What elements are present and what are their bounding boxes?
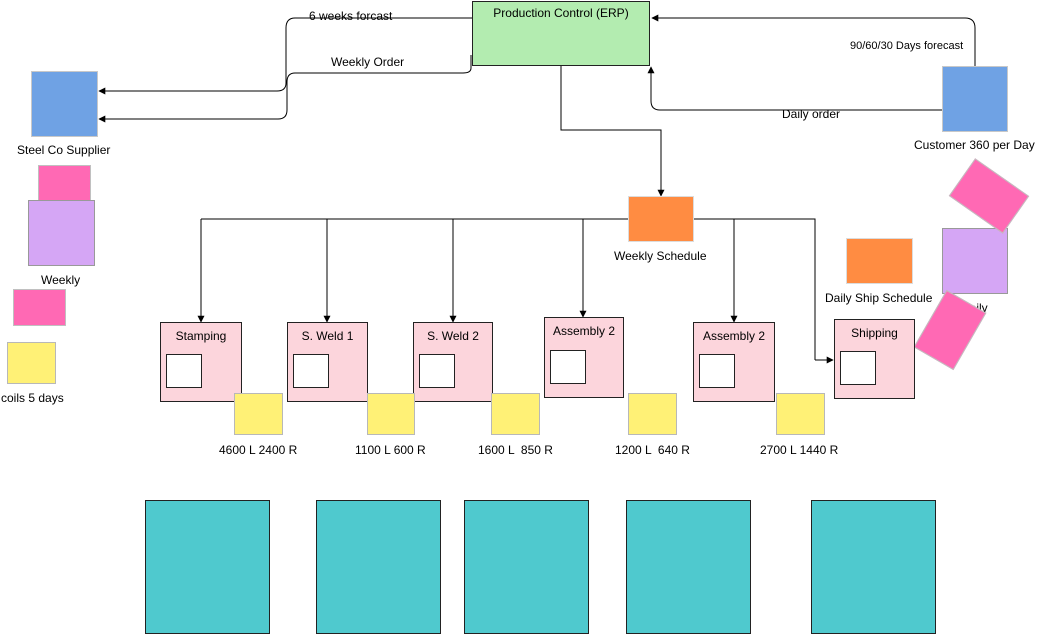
process-data-box (840, 351, 876, 385)
inventory-label-2: 1100 L 600 R (355, 443, 426, 457)
process-title: Stamping (175, 329, 227, 343)
weekly-schedule-box[interactable] (628, 196, 694, 242)
arrow-forecast-to-supplier (98, 17, 472, 95)
inventory-note-1[interactable] (234, 393, 283, 435)
process-title: Assembly 2 (702, 329, 766, 343)
process-title: S. Weld 1 (301, 329, 354, 343)
arrow-erp-to-schedule (560, 66, 665, 197)
erp-box[interactable]: Production Control (ERP) (472, 1, 650, 66)
process-sweld1[interactable]: S. Weld 1 (287, 322, 368, 402)
process-data-box (293, 354, 329, 388)
process-data-box (166, 354, 202, 388)
process-data-box (699, 354, 735, 388)
teal-block-2[interactable] (316, 500, 441, 634)
forecast-6w-label: 6 weeks forcast (309, 9, 393, 23)
weekly-order-label: Weekly Order (331, 55, 405, 69)
erp-label: Production Control (ERP) (493, 6, 629, 20)
coils-yellow-note[interactable] (7, 342, 56, 384)
supplier-label: Steel Co Supplier (17, 143, 111, 157)
process-title: S. Weld 2 (427, 329, 479, 343)
process-stamping[interactable]: Stamping (160, 322, 242, 402)
inventory-label-5: 2700 L 1440 R (760, 443, 839, 457)
inventory-label-1: 4600 L 2400 R (219, 443, 298, 457)
supplier-pink-note[interactable] (38, 165, 91, 203)
teal-block-5[interactable] (811, 500, 936, 634)
arrow-order-to-supplier (98, 55, 472, 123)
inventory-label-3: 1600 L 850 R (478, 443, 553, 457)
weekly-schedule-label: Weekly Schedule (614, 249, 707, 263)
process-assembly2b[interactable]: Assembly 2 (693, 322, 775, 402)
arrow-daily-order-to-erp (647, 66, 942, 111)
process-title: Shipping (851, 326, 898, 340)
teal-block-4[interactable] (626, 500, 751, 634)
inventory-label-4: 1200 L 640 R (615, 443, 690, 457)
process-assembly2a[interactable]: Assembly 2 (544, 317, 624, 398)
arrow-forecast-to-erp (651, 14, 976, 66)
daily-ship-schedule-box[interactable] (846, 238, 913, 284)
weekly-label: Weekly (41, 273, 81, 287)
weekly-violet-note[interactable] (28, 200, 95, 266)
forecast-903060-label: 90/60/30 Days forecast (850, 40, 964, 52)
customer-label: Customer 360 per Day (914, 138, 1035, 152)
daily-order-label: Daily order (782, 107, 841, 121)
process-data-box (419, 354, 455, 388)
teal-block-3[interactable] (464, 500, 589, 634)
pink-note-left[interactable] (13, 289, 66, 326)
inventory-note-5[interactable] (776, 393, 825, 435)
customer-box[interactable] (942, 66, 1008, 132)
process-sweld2[interactable]: S. Weld 2 (413, 322, 493, 402)
teal-block-1[interactable] (145, 500, 270, 634)
process-title: Assembly 2 (552, 324, 616, 338)
coils-label: coils 5 days (1, 391, 64, 405)
daily-ship-schedule-label: Daily Ship Schedule (825, 291, 933, 305)
process-data-box (550, 350, 586, 384)
inventory-note-3[interactable] (491, 393, 540, 435)
supplier-box[interactable] (31, 71, 98, 137)
inventory-note-4[interactable] (628, 393, 677, 435)
process-shipping[interactable]: Shipping (834, 319, 915, 399)
daily-violet-note[interactable] (942, 228, 1008, 294)
inventory-note-2[interactable] (367, 393, 415, 435)
